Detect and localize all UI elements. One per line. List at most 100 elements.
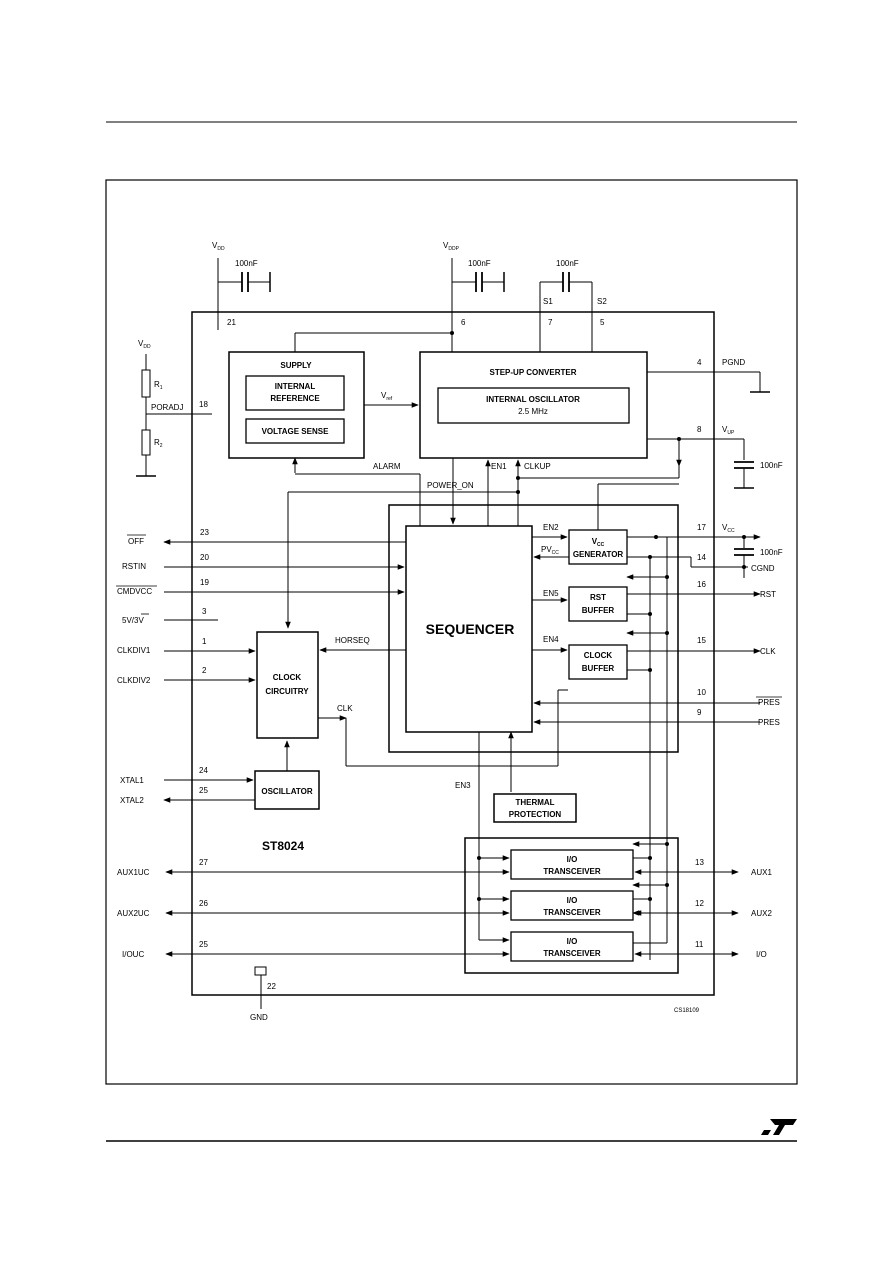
sequencer-label: SEQUENCER bbox=[426, 621, 515, 637]
io-transceiver-2 bbox=[510, 890, 634, 921]
vddp-top-label: VDDP bbox=[443, 241, 460, 252]
pin-7: 7 bbox=[548, 318, 553, 327]
sequencer-block bbox=[405, 525, 533, 733]
sequencer-frame bbox=[388, 504, 679, 753]
svg-text:REFERENCE: REFERENCE bbox=[270, 394, 320, 403]
svg-text:I/O: I/O bbox=[567, 937, 578, 946]
vdd-left-label: VDD bbox=[138, 339, 151, 350]
chip-name: ST8024 bbox=[262, 839, 304, 853]
svg-text:THERMAL: THERMAL bbox=[515, 798, 554, 807]
pin-1: 1 bbox=[202, 637, 207, 646]
svg-text:BUFFER: BUFFER bbox=[582, 664, 615, 673]
alarm-label: ALARM bbox=[373, 462, 401, 471]
rstin-label: RSTIN bbox=[122, 562, 146, 571]
5v3v-label: 5V/3V bbox=[122, 616, 144, 625]
svg-text:INTERNAL OSCILLATOR: INTERNAL OSCILLATOR bbox=[486, 395, 580, 404]
pvcc-label: PVCC bbox=[541, 545, 559, 556]
io-transceiver-frame bbox=[464, 837, 679, 974]
pin-20: 20 bbox=[200, 553, 209, 562]
svg-text:TRANSCEIVER: TRANSCEIVER bbox=[543, 949, 601, 958]
pin-12: 12 bbox=[695, 899, 704, 908]
chip-outline bbox=[191, 311, 715, 996]
internal-reference-block bbox=[245, 375, 345, 411]
r1-resistor bbox=[141, 369, 151, 398]
svg-text:2.5 MHz: 2.5 MHz bbox=[518, 407, 548, 416]
en5-label: EN5 bbox=[543, 589, 559, 598]
svg-text:TRANSCEIVER: TRANSCEIVER bbox=[543, 867, 601, 876]
clock-circuitry-block bbox=[256, 631, 319, 739]
io-transceiver-1 bbox=[510, 849, 634, 880]
pin-11: 11 bbox=[695, 940, 704, 949]
pin-27: 27 bbox=[199, 858, 208, 867]
svg-text:I/O: I/O bbox=[567, 855, 578, 864]
pin-16: 16 bbox=[697, 580, 706, 589]
clk-label: CLK bbox=[760, 647, 776, 656]
clock-buffer-block bbox=[568, 644, 628, 680]
r2-label: R2 bbox=[154, 438, 163, 449]
pin-10: 10 bbox=[697, 688, 706, 697]
aux1-label: AUX1 bbox=[751, 868, 772, 877]
aux2uc-label: AUX2UC bbox=[117, 909, 150, 918]
pin-19: 19 bbox=[200, 578, 209, 587]
pin-24: 24 bbox=[199, 766, 208, 775]
pin-5: 5 bbox=[600, 318, 605, 327]
pin-4: 4 bbox=[697, 358, 702, 367]
xtal1-label: XTAL1 bbox=[120, 776, 144, 785]
svg-text:BUFFER: BUFFER bbox=[582, 606, 615, 615]
en2-label: EN2 bbox=[543, 523, 559, 532]
pin-21: 21 bbox=[227, 318, 236, 327]
vcc-label: VCC bbox=[722, 523, 735, 534]
vref-label: Vref bbox=[381, 391, 393, 402]
rst-buffer-block bbox=[568, 586, 628, 622]
off-label: OFF bbox=[128, 537, 144, 546]
rst-label: RST bbox=[760, 590, 776, 599]
pgnd-label: PGND bbox=[722, 358, 745, 367]
supply-label: SUPPLY bbox=[280, 361, 312, 370]
svg-text:I/O: I/O bbox=[567, 896, 578, 905]
voltage-sense-block bbox=[245, 418, 345, 444]
horseq-label: HORSEQ bbox=[335, 636, 370, 645]
poradj-label: PORADJ bbox=[151, 403, 183, 412]
aux2-label: AUX2 bbox=[751, 909, 772, 918]
stepup-converter-block bbox=[419, 351, 648, 459]
svg-text:GENERATOR: GENERATOR bbox=[573, 550, 624, 559]
clkdiv2-label: CLKDIV2 bbox=[117, 676, 151, 685]
power-on-label: POWER_ON bbox=[427, 481, 474, 490]
stepup-label: STEP-UP CONVERTER bbox=[490, 368, 577, 377]
pin-25-iouc: 25 bbox=[199, 940, 208, 949]
svg-text:CLOCK: CLOCK bbox=[584, 651, 613, 660]
pres2-label: PRES bbox=[758, 718, 780, 727]
iouc-label: I/OUC bbox=[122, 950, 144, 959]
en4-label: EN4 bbox=[543, 635, 559, 644]
gnd-pad bbox=[254, 966, 267, 976]
en3-label: EN3 bbox=[455, 781, 471, 790]
cap2-label: 100nF bbox=[468, 259, 491, 268]
svg-text:PROTECTION: PROTECTION bbox=[509, 810, 562, 819]
pin-2: 2 bbox=[202, 666, 207, 675]
pin-14: 14 bbox=[697, 553, 706, 562]
pin-15: 15 bbox=[697, 636, 706, 645]
thermal-protection-block bbox=[493, 793, 577, 823]
pin-17: 17 bbox=[697, 523, 706, 532]
r2-resistor bbox=[141, 429, 151, 456]
svg-text:TRANSCEIVER: TRANSCEIVER bbox=[543, 908, 601, 917]
cgnd-label: CGND bbox=[751, 564, 775, 573]
svg-text:VCC: VCC bbox=[592, 537, 605, 548]
io-label: I/O bbox=[756, 950, 767, 959]
s2-label: S2 bbox=[597, 297, 607, 306]
pin-25-xtal2: 25 bbox=[199, 786, 208, 795]
pin-6: 6 bbox=[461, 318, 466, 327]
pin-9: 9 bbox=[697, 708, 702, 717]
en1-label: EN1 bbox=[491, 462, 507, 471]
svg-text:RST: RST bbox=[590, 593, 606, 602]
xtal2-label: XTAL2 bbox=[120, 796, 144, 805]
r1-label: R1 bbox=[154, 380, 163, 391]
figure-frame bbox=[105, 179, 798, 1085]
clkdiv1-label: CLKDIV1 bbox=[117, 646, 151, 655]
svg-text:OSCILLATOR: OSCILLATOR bbox=[261, 787, 312, 796]
pin-23: 23 bbox=[200, 528, 209, 537]
pin-13: 13 bbox=[695, 858, 704, 867]
pin-26: 26 bbox=[199, 899, 208, 908]
internal-oscillator-block bbox=[437, 387, 630, 424]
